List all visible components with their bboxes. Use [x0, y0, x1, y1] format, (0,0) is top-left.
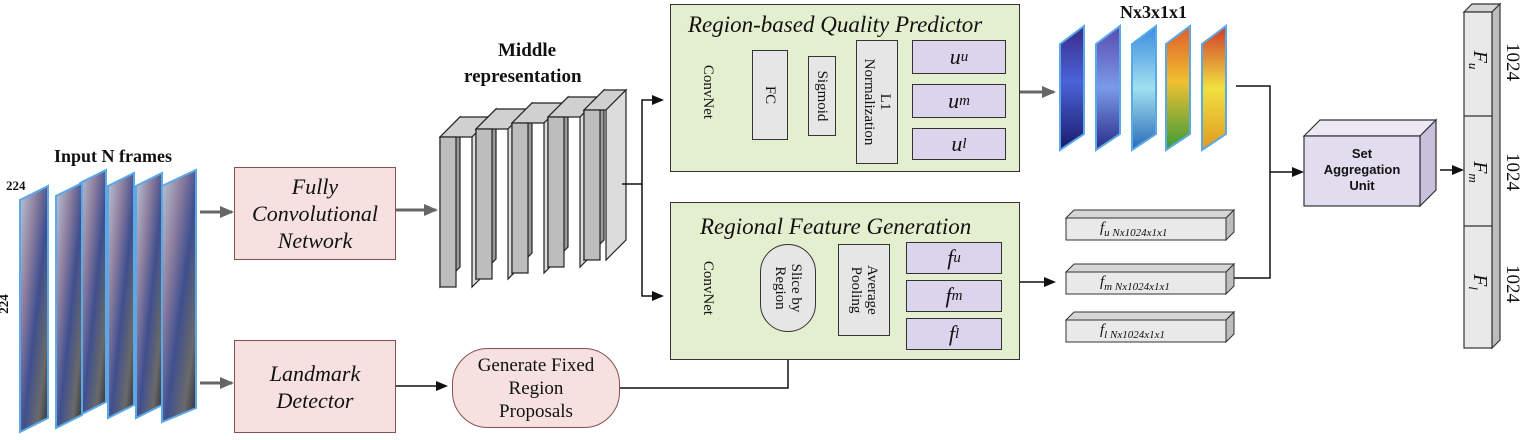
l1-normalization-block — [856, 40, 898, 164]
proposals-line1: Generate Fixed — [477, 354, 595, 376]
output-vector — [1462, 2, 1502, 350]
slice-by-region-block — [760, 244, 816, 332]
quality-convnet-label: ConvNet — [700, 64, 716, 120]
output-dim-m: 1024 — [1502, 153, 1523, 191]
regional-convnet-label: ConvNet — [700, 260, 716, 316]
nx3-label: Nx3x1x1 — [1120, 2, 1187, 22]
output-F-m-label: Fm — [1466, 161, 1491, 183]
regional-feature-title: Regional Feature Generation — [700, 214, 972, 239]
feature-m-label: fm Nx1024x1x1 — [1100, 274, 1170, 293]
dim-224-left: 224 — [0, 294, 11, 314]
sigmoid-label: Sigmoid — [814, 70, 830, 122]
generate-proposals-box: Generate Fixed Region Proposals — [452, 348, 620, 428]
landmark-line2: Detector — [276, 387, 354, 413]
feature-u-label: fu Nx1024x1x1 — [1100, 220, 1168, 239]
quality-predictor-title: Region-based Quality Predictor — [688, 12, 983, 37]
landmark-line1: Landmark — [269, 360, 361, 386]
set-aggregation-box — [1302, 118, 1438, 208]
dim-224-top: 224 — [6, 178, 26, 193]
quality-heatmaps — [1059, 24, 1227, 152]
line-features-to-set-unit — [1234, 172, 1271, 279]
output-dim-u: 1024 — [1502, 43, 1523, 81]
middle-rep-line1: Middle — [498, 40, 557, 61]
fc-block — [752, 50, 788, 140]
feature-bars — [1064, 208, 1236, 344]
sigmoid-block — [808, 56, 836, 136]
proposals-line2: Region — [508, 377, 564, 399]
middle-representation-blocks — [438, 88, 628, 289]
feature-l-label: fl Nx1024x1x1 — [1100, 322, 1165, 341]
input-frames-label: Input N frames — [54, 146, 173, 166]
input-frames — [19, 168, 197, 434]
arrow-middle-to-regional — [641, 184, 664, 301]
arrow-middle-to-quality — [622, 95, 664, 185]
set-aggregation-label: Set Aggregation Unit — [1323, 146, 1401, 193]
fcn-line2: Convolutional — [252, 201, 378, 226]
arrow-heatmaps-to-set-unit — [1236, 85, 1304, 177]
output-F-l-label: Fl — [1466, 274, 1491, 290]
output-dim-l: 1024 — [1502, 265, 1523, 303]
fc-label: FC — [762, 85, 778, 105]
fcn-line1: Fully — [291, 174, 339, 199]
fcn-line3: Network — [277, 228, 353, 253]
middle-rep-line2: representation — [464, 66, 582, 87]
landmark-detector-box: Landmark Detector — [234, 340, 396, 433]
fcn-box: Fully Convolutional Network — [234, 167, 396, 260]
average-pooling-block — [838, 244, 890, 336]
output-F-u-label: Fu — [1466, 50, 1491, 70]
proposals-line3: Proposals — [499, 400, 573, 422]
